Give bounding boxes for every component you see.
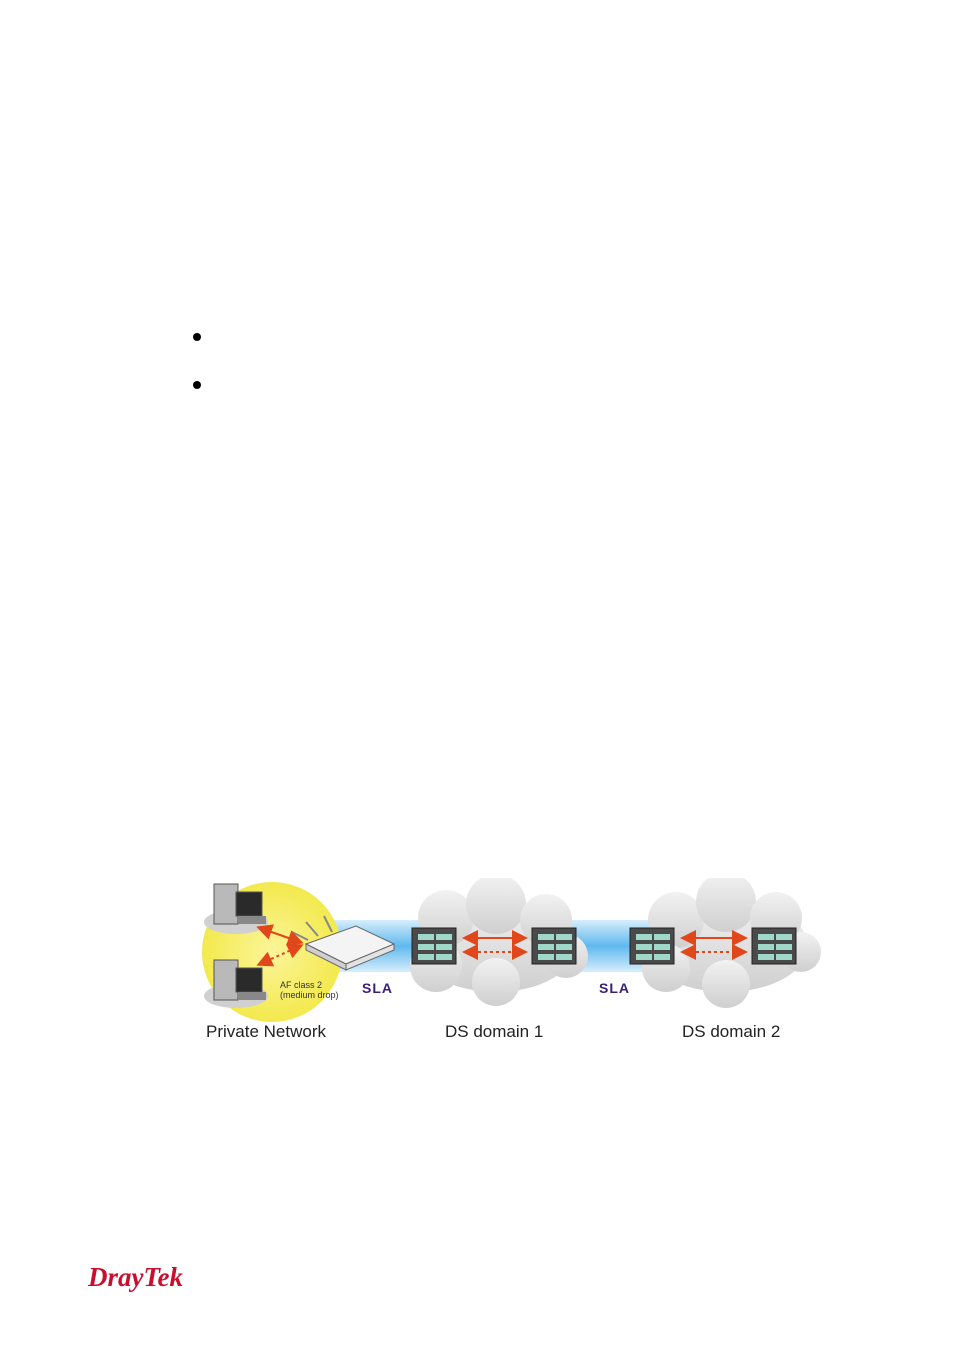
server-1-icon bbox=[411, 927, 457, 965]
server-2-icon bbox=[531, 927, 577, 965]
af-class-line1: AF class 2 bbox=[280, 980, 323, 990]
af-class-line2: (medium drop) bbox=[280, 990, 339, 1000]
server-4-icon bbox=[751, 927, 797, 965]
diffserv-network-diagram: AF class 2 (medium drop) SLA SLA Private… bbox=[196, 872, 826, 1048]
pc1-router-arrow bbox=[256, 924, 304, 946]
pc-2-icon bbox=[213, 959, 266, 1001]
draytek-logo: DrayTek bbox=[88, 1262, 183, 1292]
pc2-router-arrow bbox=[256, 943, 304, 967]
bullet-1 bbox=[193, 333, 201, 341]
sla-label-1: SLA bbox=[362, 980, 393, 996]
af-class-label: AF class 2 (medium drop) bbox=[280, 980, 339, 1000]
caption-ds-domain-1: DS domain 1 bbox=[445, 1022, 544, 1041]
caption-ds-domain-2: DS domain 2 bbox=[682, 1022, 781, 1041]
router-icon bbox=[291, 915, 396, 971]
caption-private-network: Private Network bbox=[206, 1022, 326, 1041]
pc-1-icon bbox=[213, 883, 266, 925]
bullet-2 bbox=[193, 381, 201, 389]
sla-label-2: SLA bbox=[599, 980, 630, 996]
diagram-graphic bbox=[202, 872, 821, 1022]
server-3-icon bbox=[629, 927, 675, 965]
